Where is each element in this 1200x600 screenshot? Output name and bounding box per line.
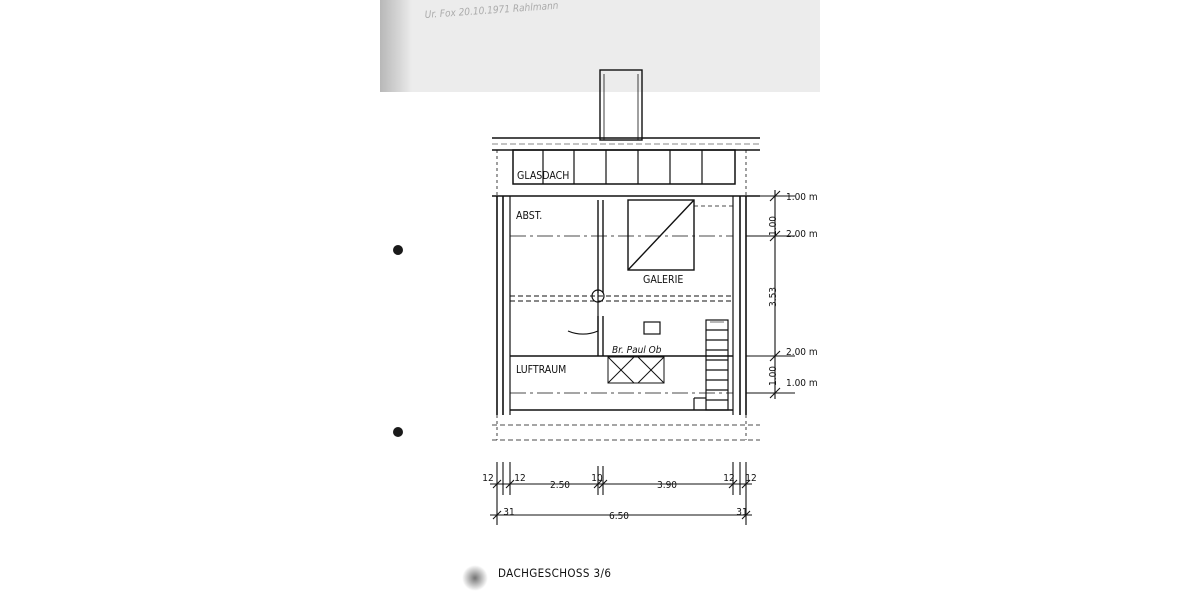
- interior-wall: [597, 200, 604, 356]
- galerie-void: [627, 199, 733, 271]
- room-label-glasdach: GLASDACH: [517, 170, 569, 182]
- dim-wall-left-b: 12: [514, 473, 525, 484]
- punch-hole-top: [393, 245, 403, 255]
- dim-wall-left-a: 12: [482, 473, 493, 484]
- signature: Br. Paul Ob: [612, 345, 662, 356]
- room-label-galerie: GALERIE: [643, 274, 683, 286]
- segment-bottom: 1.00: [768, 366, 779, 386]
- section-lines: [492, 235, 760, 441]
- bottom-dimension-lines: [490, 462, 752, 525]
- segment-top: 1.00: [768, 216, 779, 236]
- dim-total-right: 31: [736, 507, 747, 518]
- exterior-walls: [496, 150, 747, 440]
- drawing-title: DACHGESCHOSS 3/6: [498, 566, 611, 580]
- door-swing: [567, 289, 605, 335]
- room-label-abst: ABST.: [516, 210, 542, 222]
- level-height-4: 1.00 m: [786, 378, 818, 389]
- level-height-3: 2.00 m: [786, 347, 818, 358]
- handwritten-note: Ur. Fox 20.10.1971 Rahlmann: [424, 1, 559, 21]
- dim-total-left: 31: [503, 507, 514, 518]
- segment-middle: 3.53: [768, 287, 779, 307]
- fixture: [643, 321, 661, 335]
- punch-hole-bottom: [393, 427, 403, 437]
- dim-span-right: 3.90: [657, 480, 677, 491]
- staircase: [693, 319, 729, 411]
- dim-span-left: 2.50: [550, 480, 570, 491]
- right-dimension-line: [746, 190, 795, 399]
- page-fold-shadow: [380, 0, 412, 92]
- dim-wall-mid: 10: [591, 473, 603, 484]
- level-height-2: 2.00 m: [786, 229, 818, 240]
- dim-wall-right-b: 12: [745, 473, 756, 484]
- level-height-1: 1.00 m: [786, 192, 818, 203]
- ink-smudge: [462, 565, 488, 591]
- glass-roof-band: [492, 149, 760, 197]
- dim-total: 6.50: [609, 511, 629, 522]
- dim-wall-right-a: 12: [723, 473, 734, 484]
- chimney: [599, 69, 643, 141]
- balustrade: [607, 356, 665, 384]
- room-label-luftraum: LUFTRAUM: [516, 364, 566, 376]
